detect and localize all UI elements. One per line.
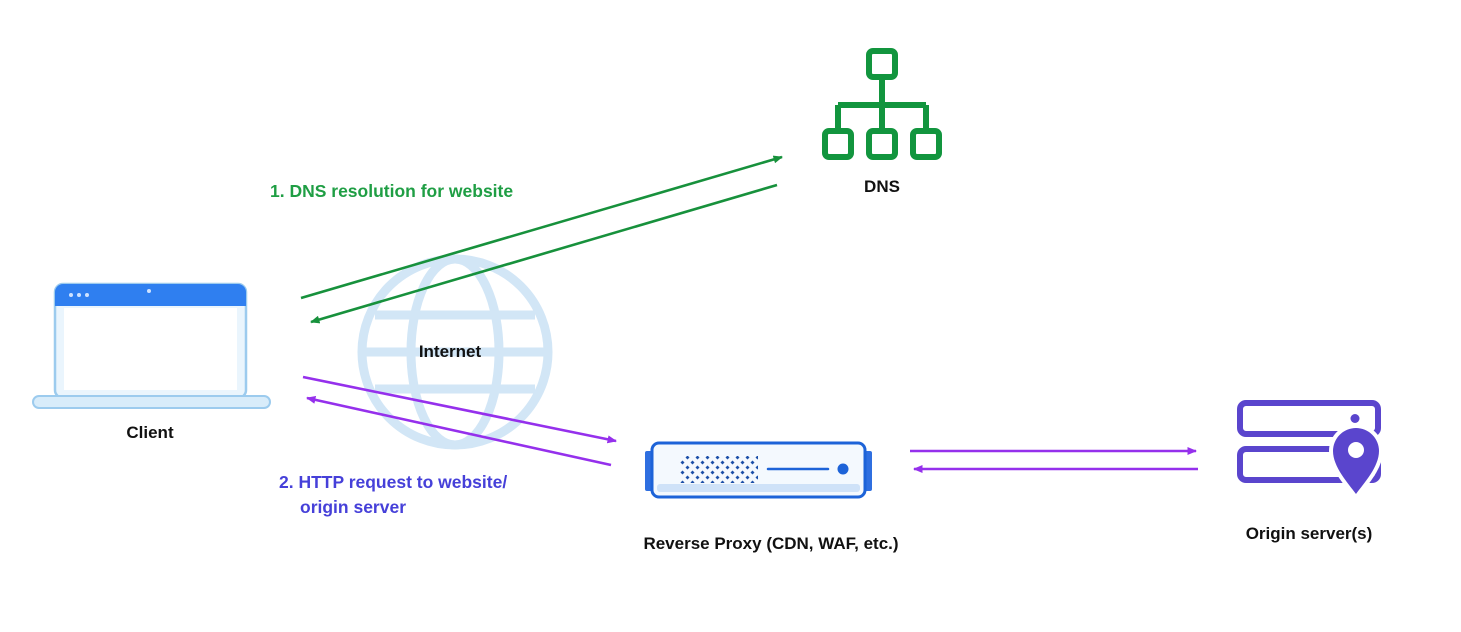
step2-annotation-line1: 2. HTTP request to website/: [279, 472, 508, 492]
step2-annotation-line2: origin server: [300, 497, 407, 517]
origin-server-icon: [1237, 400, 1384, 501]
origin-server-label: Origin server(s): [1245, 524, 1373, 543]
reverse-proxy-server-icon: [645, 441, 872, 499]
internet-globe-icon: [357, 254, 553, 450]
dns-label: DNS: [864, 177, 900, 196]
reverse-proxy-label: Reverse Proxy (CDN, WAF, etc.): [643, 534, 899, 553]
client-laptop-icon: [32, 282, 271, 409]
internet-label: Internet: [418, 342, 482, 361]
dns-tree-icon: [822, 48, 942, 160]
proxy-origin-arrows: [910, 447, 1198, 473]
http-request-arrows: [302, 375, 617, 467]
client-label: Client: [126, 423, 174, 442]
step1-annotation: 1. DNS resolution for website: [270, 181, 514, 201]
dns-resolution-arrows: [300, 155, 783, 324]
